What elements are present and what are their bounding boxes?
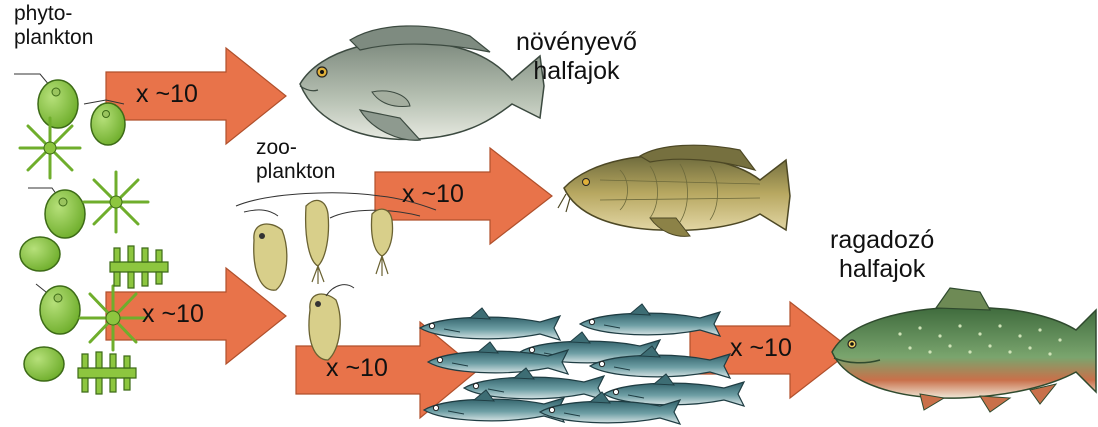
phytoplankton-label-line1: phyto- (14, 2, 93, 26)
predatory-fish-label-line1: ragadozó (830, 226, 934, 255)
predatory-fish (832, 288, 1096, 412)
arrow-label-phyto-to-herbivore: x ~10 (136, 80, 198, 109)
zooplankton-label-line1: zoo- (256, 136, 335, 160)
phytoplankton-label-line2: plankton (14, 26, 93, 50)
small-fish (420, 308, 560, 340)
predatory-fish-label: ragadozó halfajok (830, 226, 934, 284)
zooplankton-label: zoo- plankton (256, 136, 335, 184)
herbivorous-fish-label: növényevő halfajok (516, 28, 637, 86)
arrow-label-zoo-to-small-fish: x ~10 (326, 354, 388, 383)
phytoplankton-group (14, 74, 168, 394)
herbivorous-fish (300, 26, 544, 140)
small-fish-school (420, 304, 744, 424)
zooplankton-label-line2: plankton (256, 160, 335, 184)
arrow-label-phyto-to-zoo: x ~10 (142, 300, 204, 329)
carp-fish (558, 145, 790, 236)
arrow-label-zoo-to-carp: x ~10 (402, 180, 464, 209)
arrow-label-small-fish-to-predator: x ~10 (730, 334, 792, 363)
predatory-fish-label-line2: halfajok (830, 255, 934, 284)
phytoplankton-label: phyto- plankton (14, 2, 93, 50)
herbivorous-fish-label-line2: halfajok (516, 57, 637, 86)
herbivorous-fish-label-line1: növényevő (516, 28, 637, 57)
